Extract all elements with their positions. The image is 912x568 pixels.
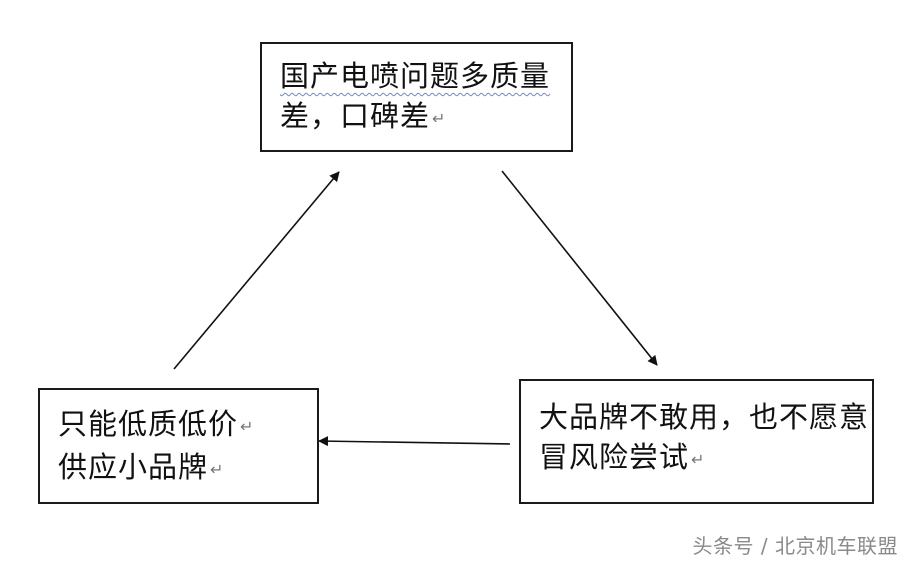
return-mark-icon: ↵	[691, 450, 706, 469]
box-big-brands-reluctant: 大品牌不敢用，也不愿意 冒风险尝试↵	[519, 379, 874, 504]
box-top-line-2: 差，口碑差↵	[280, 96, 555, 139]
box-right-line-1-text: 大品牌不敢用，也不愿意	[539, 400, 870, 434]
arrow-top-to-right	[501, 170, 658, 366]
box-left-line-1: 只能低质低价↵	[58, 404, 301, 447]
arrow-right-to-left	[318, 436, 511, 447]
box-right-line-2-text: 冒风险尝试	[539, 440, 690, 474]
box-right-line-1: 大品牌不敢用，也不愿意	[539, 397, 868, 437]
box-left-line-2-text: 供应小品牌	[58, 450, 209, 484]
return-mark-icon: ↵	[432, 109, 447, 128]
box-top-line-1-text: 国产电喷问题多质量	[280, 59, 551, 93]
watermark: 头条号 / 北京机车联盟	[692, 534, 898, 558]
box-low-price-small-brands: 只能低质低价↵ 供应小品牌↵	[38, 388, 319, 504]
return-mark-icon: ↵	[210, 460, 225, 479]
box-top-line-1: 国产电喷问题多质量	[280, 56, 555, 96]
arrow-left-to-top	[173, 171, 340, 370]
box-right-line-2: 冒风险尝试↵	[539, 437, 856, 480]
box-top-line-2-text: 差，口碑差	[280, 99, 431, 133]
return-mark-icon: ↵	[240, 417, 255, 436]
box-left-line-2: 供应小品牌↵	[58, 447, 301, 490]
box-left-line-1-text: 只能低质低价	[58, 407, 239, 441]
box-poor-quality: 国产电喷问题多质量 差，口碑差↵	[260, 42, 573, 152]
